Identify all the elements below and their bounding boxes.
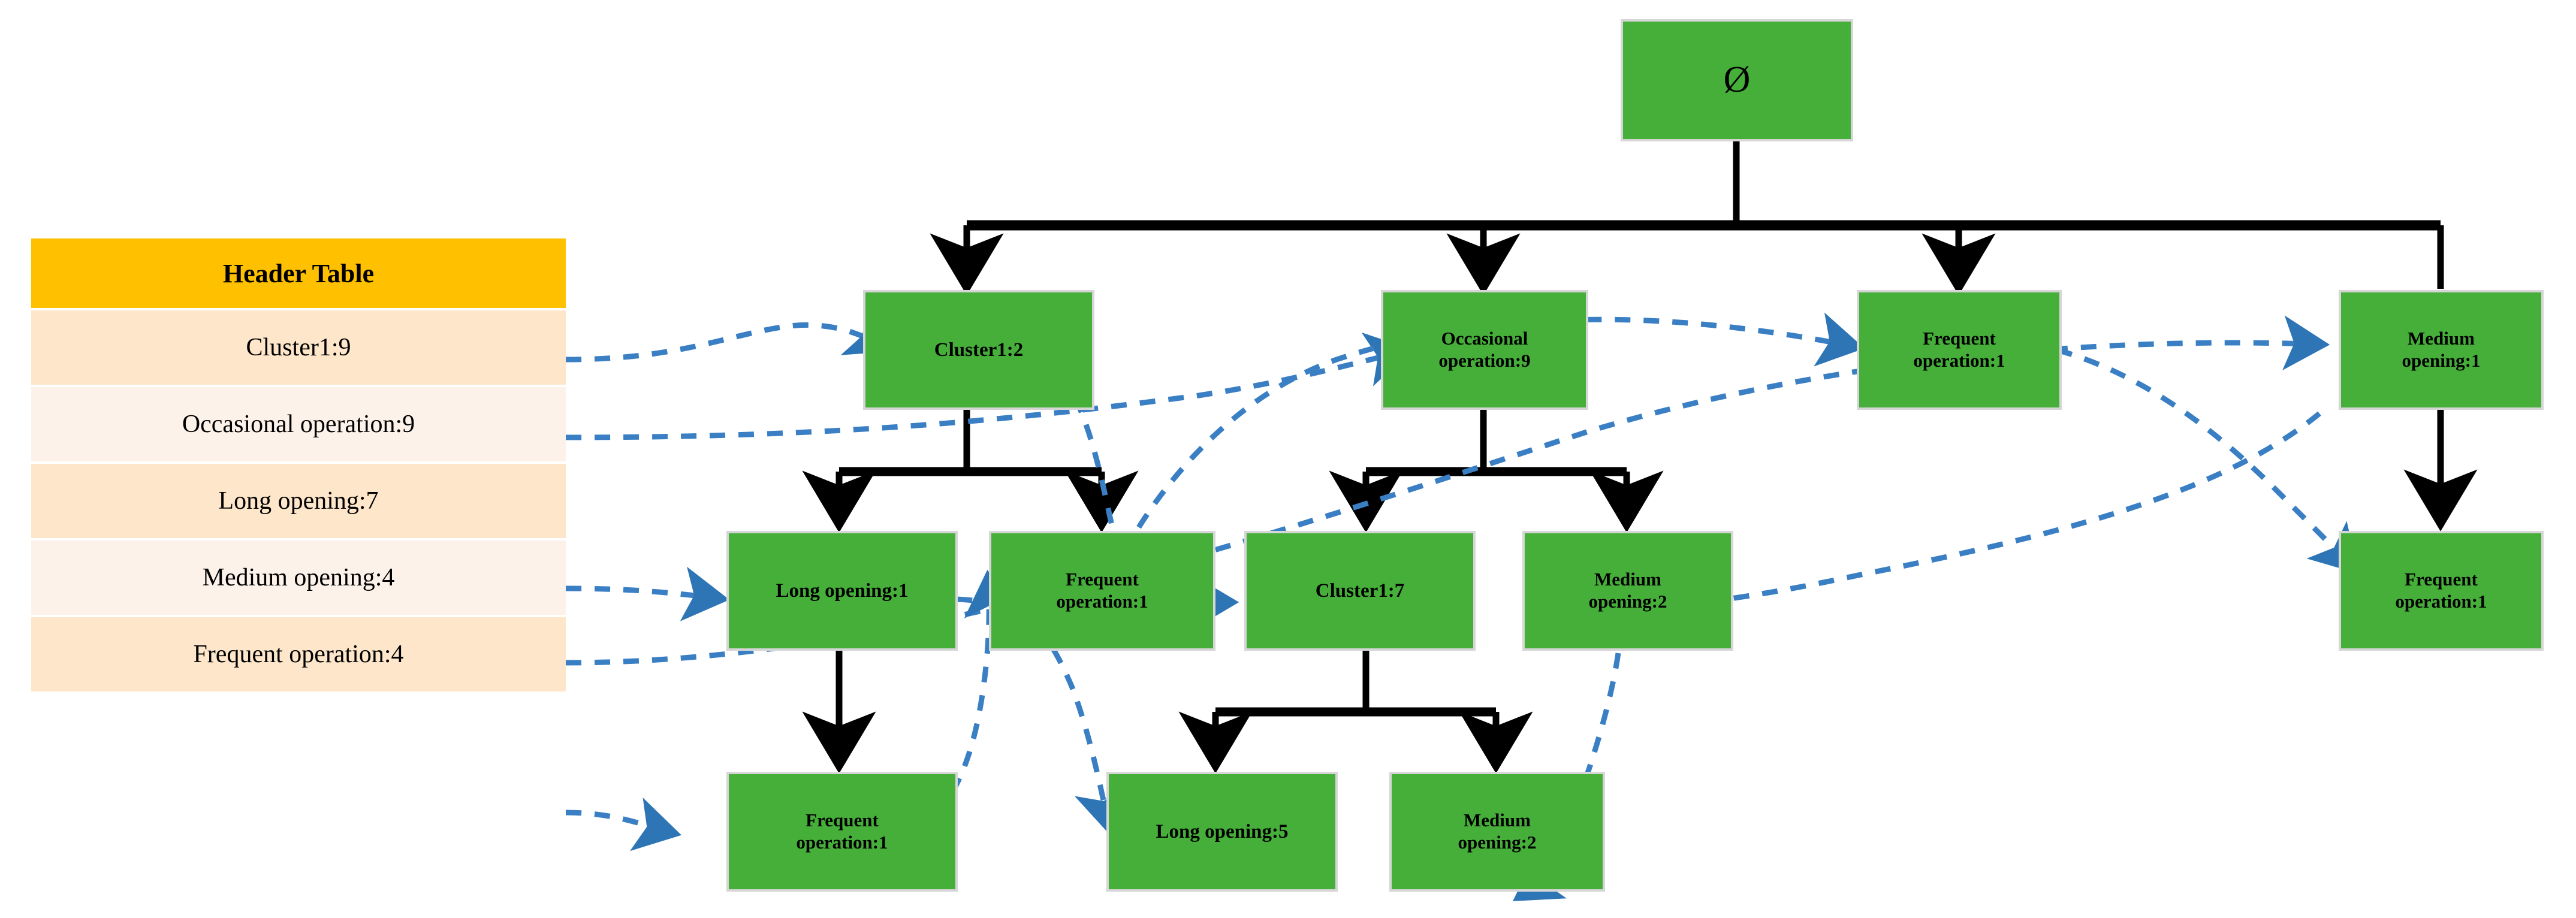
node-line-2: operation:1	[1056, 591, 1148, 612]
node-link-frequent-n3-to-n4	[2056, 347, 2358, 574]
tree-node-long-opening-1[interactable]: Long opening:1	[726, 531, 958, 651]
node-line-2: operation:9	[1438, 350, 1531, 371]
tree-node-frequent-operation-1-d-label: Frequent operation:1	[789, 810, 895, 853]
node-line-1: Medium	[2408, 328, 2475, 349]
tree-node-long-opening-5[interactable]: Long opening:5	[1106, 772, 1338, 892]
header-table-row-long-opening[interactable]: Long opening:7	[31, 464, 566, 538]
tree-node-medium-opening-2-b[interactable]: Medium opening:2	[1389, 772, 1605, 892]
node-line-2: opening:1	[2402, 350, 2481, 371]
tree-node-occasional-operation-9[interactable]: Occasional operation:9	[1381, 290, 1588, 410]
tree-node-frequent-operation-1-b-label: Frequent operation:1	[1049, 569, 1155, 612]
tree-node-medium-opening-2-a[interactable]: Medium opening:2	[1522, 531, 1733, 651]
node-link-cluster1-header-to-n1	[565, 306, 895, 363]
node-line-2: operation:1	[796, 832, 888, 853]
node-link-long-header-to-n1	[565, 566, 730, 621]
tree-node-root[interactable]: Ø	[1621, 19, 1853, 141]
tree-node-medium-opening-2-a-label: Medium opening:2	[1582, 569, 1675, 612]
header-table-row-cluster1[interactable]: Cluster1:9	[31, 310, 566, 385]
node-line-1: Frequent	[1066, 569, 1139, 590]
node-link-medium-n1-to-n2	[1665, 411, 2321, 630]
tree-node-cluster1-7-label: Cluster1:7	[1315, 579, 1405, 602]
node-link-frequent-header-to-n1	[565, 797, 682, 851]
node-line-2: operation:1	[1913, 350, 2005, 371]
tree-node-frequent-operation-1-c[interactable]: Frequent operation:1	[2339, 531, 2544, 651]
node-line-1: Frequent	[806, 810, 879, 831]
tree-node-root-label: Ø	[1723, 59, 1751, 101]
node-line-1: Occasional	[1441, 328, 1528, 349]
tree-node-frequent-operation-1-d[interactable]: Frequent operation:1	[726, 772, 958, 892]
header-table-row-medium-opening[interactable]: Medium opening:4	[31, 540, 566, 615]
tree-node-frequent-operation-1-a-label: Frequent operation:1	[1906, 328, 2012, 372]
node-line-2: opening:2	[1458, 832, 1537, 853]
tree-node-occasional-operation-9-label: Occasional operation:9	[1431, 328, 1537, 372]
tree-node-cluster1-2-label: Cluster1:2	[934, 339, 1024, 361]
node-line-1: Medium	[1464, 810, 1531, 831]
node-line-1: Medium	[1594, 569, 1661, 590]
header-table-row-frequent-operation[interactable]: Frequent operation:4	[31, 617, 566, 691]
tree-node-long-opening-5-label: Long opening:5	[1156, 820, 1289, 842]
header-table-title: Header Table	[31, 238, 566, 308]
tree-node-cluster1-2[interactable]: Cluster1:2	[863, 290, 1094, 410]
header-table: Header Table Cluster1:9 Occasional opera…	[31, 238, 566, 691]
tree-node-medium-opening-1[interactable]: Medium opening:1	[2339, 290, 2544, 410]
tree-node-frequent-operation-1-a[interactable]: Frequent operation:1	[1857, 290, 2062, 410]
tree-node-cluster1-7[interactable]: Cluster1:7	[1244, 531, 1476, 651]
tree-links	[802, 141, 2478, 774]
node-line-2: operation:1	[2395, 591, 2487, 612]
tree-node-frequent-operation-1-c-label: Frequent operation:1	[2388, 569, 2494, 612]
tree-node-medium-opening-2-b-label: Medium opening:2	[1451, 810, 1544, 853]
header-table-row-occasional-operation[interactable]: Occasional operation:9	[31, 387, 566, 461]
tree-node-long-opening-1-label: Long opening:1	[776, 579, 909, 602]
tree-node-medium-opening-1-label: Medium opening:1	[2395, 328, 2488, 372]
node-line-1: Frequent	[2405, 569, 2478, 590]
node-line-2: opening:2	[1588, 591, 1667, 612]
node-line-1: Frequent	[1923, 328, 1996, 349]
tree-node-frequent-operation-1-b[interactable]: Frequent operation:1	[989, 531, 1215, 651]
